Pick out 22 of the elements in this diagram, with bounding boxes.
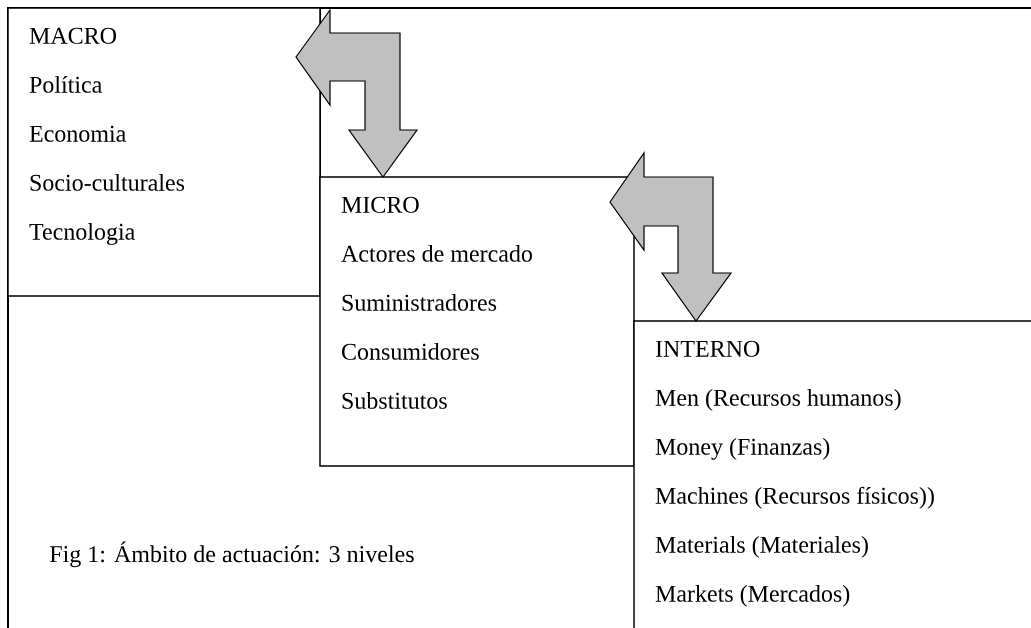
list-item: Suministradores: [342, 293, 497, 311]
list-item: Substitutos: [342, 391, 447, 409]
heading: MICRO: [341, 196, 419, 213]
caption: Fig 1: Ámbito de actuación: 3 niveles: [49, 541, 414, 568]
heading: MACRO: [29, 27, 117, 44]
text-box: [7, 7, 321, 297]
list-item: Markets (Mercados): [655, 584, 850, 607]
list-item: Política: [29, 75, 102, 93]
text-box: [319, 176, 635, 467]
list-item: Actores de mercado: [341, 244, 532, 262]
list-item: Materials (Materiales): [655, 535, 868, 558]
bent-arrow: [609, 151, 733, 323]
text-box: [633, 320, 1031, 628]
list-item: Men (Recursos humanos): [655, 388, 901, 411]
list-item: Socio-culturales: [30, 173, 185, 191]
list-item: Consumidores: [342, 342, 479, 360]
heading: INTERNO: [655, 340, 760, 357]
list-item: Tecnologia: [29, 222, 135, 245]
list-item: Money (Finanzas): [655, 437, 830, 460]
bent-arrow: [295, 8, 419, 179]
list-item: Machines (Recursos físicos)): [655, 486, 934, 509]
list-item: Economia: [29, 125, 126, 142]
